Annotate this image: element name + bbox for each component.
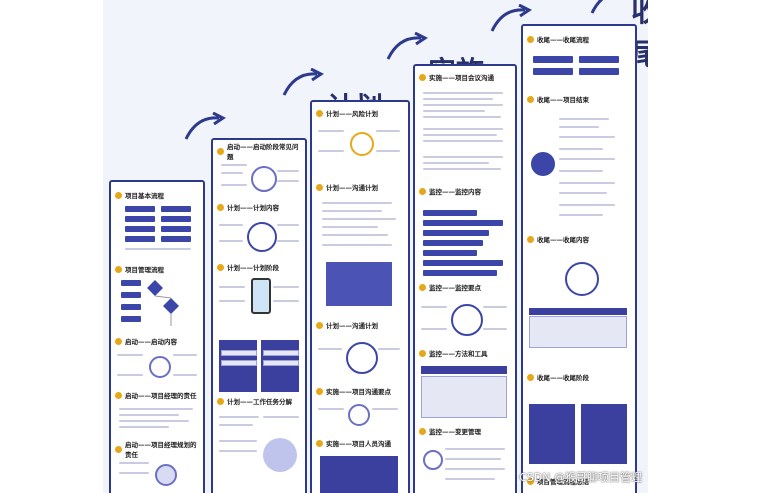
- bullet-dot-icon: [115, 337, 122, 345]
- person-illustration: [263, 438, 297, 472]
- section-title: 启动——项目经理的责任: [115, 390, 199, 400]
- section-title: 收尾——收尾阶段: [527, 372, 631, 382]
- flow-diagram: [147, 280, 179, 326]
- section-title: 启动——项目经理规划的责任: [115, 441, 199, 459]
- section-title: 启动——启动内容: [115, 336, 199, 346]
- section-title: 项目管理流程总结: [527, 476, 631, 486]
- curved-arrow-icon: [282, 68, 324, 96]
- column-execute: 计划——风险计划 计划——沟通计划 计划——沟通计划 实施——项目沟通要点 实施…: [310, 100, 410, 493]
- watermark: CSDN @猴哥聊项目管理: [519, 471, 642, 484]
- section-title: 计划——计划阶段: [217, 262, 301, 272]
- section-title: 项目管理流程: [115, 264, 199, 274]
- bullet-dot-icon: [115, 391, 122, 399]
- section-title: 项目基本流程: [115, 190, 199, 200]
- section-title: 收尾——收尾流程: [527, 34, 631, 44]
- section-title: 计划——风险计划: [316, 108, 404, 118]
- bullet-dot-icon: [115, 265, 122, 273]
- bullet-dot-icon: [217, 203, 224, 211]
- curved-arrow-icon: [490, 4, 532, 32]
- bullet-dot-icon: [316, 183, 323, 191]
- bullet-dot-icon: [316, 439, 323, 447]
- bullet-dot-icon: [316, 109, 323, 117]
- bullet-dot-icon: [316, 387, 323, 395]
- section-title: 监控——监控要点: [419, 282, 511, 292]
- column-start: 项目基本流程 项目管理流程 启动——启动内容: [109, 180, 205, 493]
- section-title: 实施——项目沟通要点: [316, 386, 404, 396]
- column-plan: 启动——启动阶段常见问题 计划——计划内容 计划——计划阶段 计划——工作任务: [211, 138, 307, 493]
- section-title: 监控——变更管理: [419, 426, 511, 436]
- section-title: 收尾——项目结束: [527, 94, 631, 104]
- bullet-dot-icon: [419, 283, 426, 291]
- bullet-dot-icon: [419, 427, 426, 435]
- section-title: 监控——方法和工具: [419, 348, 511, 358]
- section-title: 计划——计划内容: [217, 202, 301, 212]
- column-monitor: 实施——项目会议沟通 监控——监控内容 监控——监控要点 监控——方: [413, 64, 517, 493]
- phone-illustration: [251, 278, 271, 314]
- bullet-dot-icon: [527, 373, 534, 381]
- section-title: 计划——沟通计划: [316, 320, 404, 330]
- column-close: 收尾——收尾流程 收尾——项目结束 收尾——收尾内容 收尾——收尾阶段: [521, 24, 637, 493]
- bullet-dot-icon: [217, 263, 224, 271]
- bullet-dot-icon: [316, 321, 323, 329]
- bullet-dot-icon: [419, 73, 426, 81]
- section-title: 计划——沟通计划: [316, 182, 404, 192]
- bullet-dot-icon: [527, 35, 534, 43]
- section-title: 实施——项目人员沟通: [316, 438, 404, 448]
- bullet-dot-icon: [527, 477, 534, 485]
- infographic-canvas: 启动 计划 实施 监控 收尾 项目基本流程 项目管理流程: [103, 0, 648, 493]
- section-title: 启动——启动阶段常见问题: [217, 143, 301, 161]
- bullet-dot-icon: [419, 187, 426, 195]
- bullet-dot-icon: [527, 235, 534, 243]
- curved-arrow-icon: [590, 0, 604, 14]
- bullet-dot-icon: [419, 349, 426, 357]
- section-title: 计划——工作任务分解: [217, 396, 301, 406]
- bullet-dot-icon: [527, 95, 534, 103]
- bullet-dot-icon: [115, 191, 122, 199]
- section-title: 监控——监控内容: [419, 186, 511, 196]
- curved-arrow-icon: [184, 112, 226, 140]
- bullet-dot-icon: [115, 445, 122, 453]
- section-title: 收尾——收尾内容: [527, 234, 631, 244]
- section-title: 实施——项目会议沟通: [419, 72, 511, 82]
- curved-arrow-icon: [386, 32, 428, 60]
- bullet-dot-icon: [217, 147, 224, 155]
- bullet-dot-icon: [217, 397, 224, 405]
